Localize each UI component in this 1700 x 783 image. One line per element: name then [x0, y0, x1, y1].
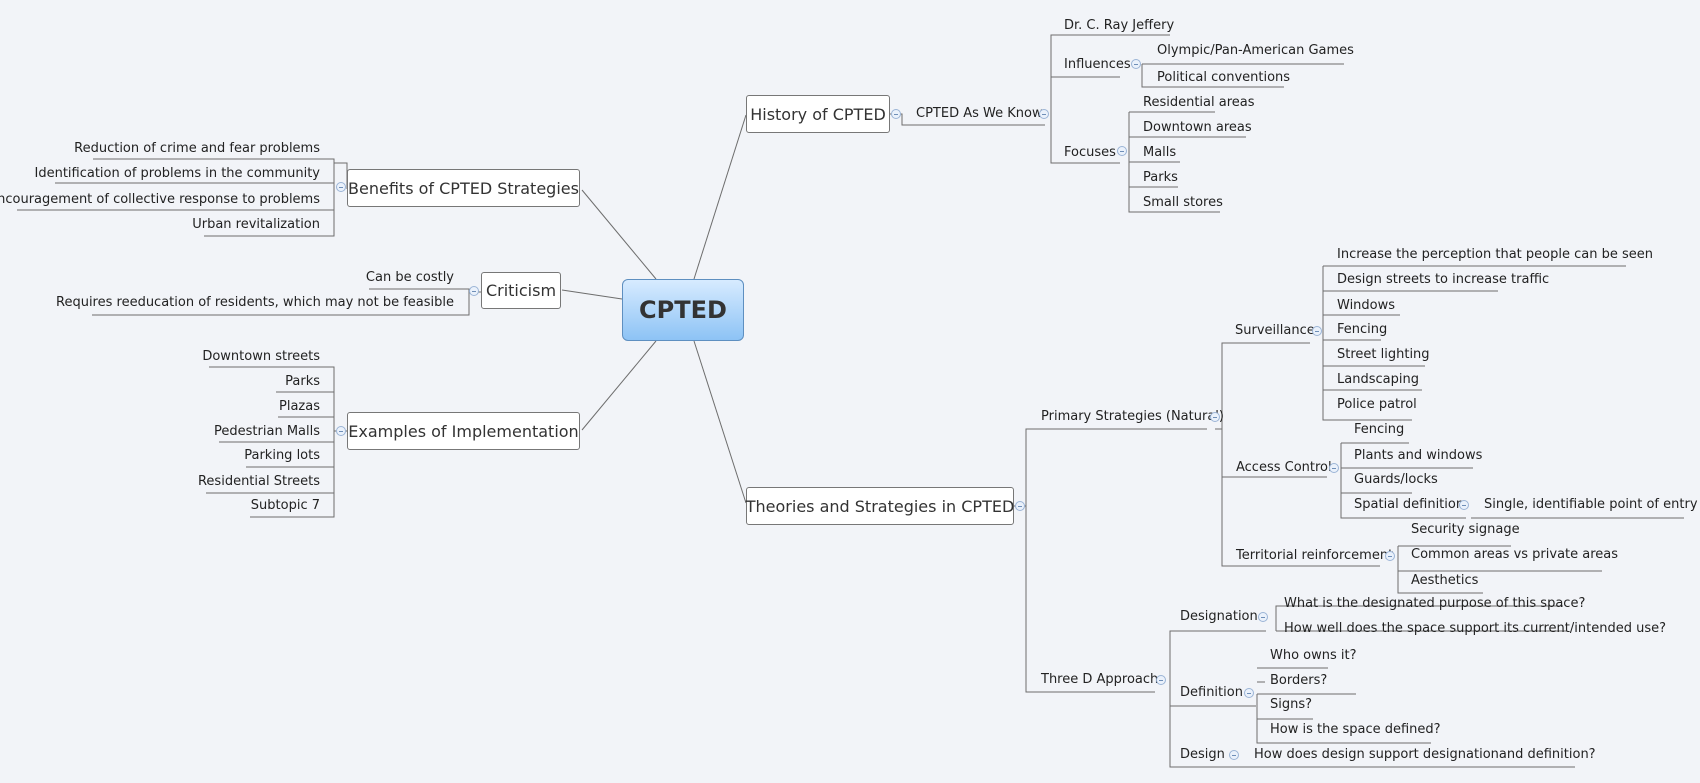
focus-item[interactable]: Downtown areas [1143, 120, 1252, 135]
definition-item[interactable]: How is the space defined? [1270, 722, 1441, 737]
designation-item[interactable]: How well does the space support its curr… [1284, 621, 1666, 636]
collapse-icon[interactable] [1039, 109, 1049, 119]
collapse-icon[interactable] [1258, 612, 1268, 622]
surveillance-item[interactable]: Windows [1337, 298, 1396, 313]
territorial-node[interactable]: Territorial reinforcement [1236, 548, 1394, 563]
central-topic[interactable]: CPTED [622, 279, 744, 341]
access-item[interactable]: Guards/locks [1354, 472, 1438, 487]
surveillance-item[interactable]: Street lighting [1337, 347, 1430, 362]
collapse-icon[interactable] [1385, 551, 1395, 561]
benefit-item[interactable]: Encouragement of collective response to … [0, 192, 320, 207]
surveillance-item[interactable]: Design streets to increase traffic [1337, 272, 1550, 287]
definition-item[interactable]: Who owns it? [1270, 648, 1357, 663]
example-item[interactable]: Plazas [279, 399, 320, 414]
collapse-icon[interactable] [1459, 500, 1469, 510]
design-item[interactable]: How does design support designationand d… [1254, 747, 1596, 762]
collapse-icon[interactable] [1312, 326, 1322, 336]
surveillance-item[interactable]: Fencing [1337, 322, 1388, 337]
territorial-item[interactable]: Aesthetics [1411, 573, 1479, 588]
collapse-icon[interactable] [336, 426, 346, 436]
focus-item[interactable]: Residential areas [1143, 95, 1255, 110]
topic-criticism[interactable]: Criticism [481, 272, 561, 309]
collapse-icon[interactable] [1015, 501, 1025, 511]
collapse-icon[interactable] [469, 286, 479, 296]
focus-item[interactable]: Parks [1143, 170, 1178, 185]
surveillance-item[interactable]: Landscaping [1337, 372, 1419, 387]
primary-strategies-node[interactable]: Primary Strategies (Natural) [1041, 409, 1224, 424]
example-item[interactable]: Pedestrian Malls [214, 424, 320, 439]
benefit-item[interactable]: Urban revitalization [192, 217, 320, 232]
collapse-icon[interactable] [1244, 688, 1254, 698]
access-item[interactable]: Plants and windows [1354, 448, 1483, 463]
collapse-icon[interactable] [1210, 412, 1220, 422]
definition-item[interactable]: Borders? [1270, 673, 1328, 688]
cpted-as-we-know[interactable]: CPTED As We Know [916, 106, 1043, 121]
influence-item[interactable]: Political conventions [1157, 70, 1291, 85]
criticism-item[interactable]: Can be costly [365, 270, 454, 285]
access-control-node[interactable]: Access Control [1236, 460, 1332, 475]
collapse-icon[interactable] [1156, 675, 1166, 685]
collapse-icon[interactable] [1131, 59, 1141, 69]
benefit-item[interactable]: Identification of problems in the commun… [34, 166, 321, 181]
example-item[interactable]: Parks [285, 374, 320, 389]
access-item[interactable]: Spatial definition [1354, 497, 1465, 512]
designation-node[interactable]: Designation [1180, 609, 1258, 624]
benefit-item[interactable]: Reduction of crime and fear problems [74, 141, 320, 156]
topic-examples[interactable]: Examples of Implementation [347, 412, 580, 450]
territorial-item[interactable]: Security signage [1411, 522, 1520, 537]
surveillance-node[interactable]: Surveillance [1235, 323, 1315, 338]
example-item[interactable]: Subtopic 7 [250, 498, 320, 513]
surveillance-item[interactable]: Police patrol [1337, 397, 1417, 412]
spatial-definition-child[interactable]: Single, identifiable point of entry [1484, 497, 1698, 512]
collapse-icon[interactable] [891, 109, 901, 119]
surveillance-item[interactable]: Increase the perception that people can … [1337, 247, 1653, 262]
collapse-icon[interactable] [1329, 463, 1339, 473]
influence-item[interactable]: Olympic/Pan-American Games [1157, 43, 1354, 58]
designation-item[interactable]: What is the designated purpose of this s… [1284, 596, 1586, 611]
collapse-icon[interactable] [1117, 146, 1127, 156]
collapse-icon[interactable] [336, 182, 346, 192]
example-item[interactable]: Residential Streets [197, 474, 320, 489]
collapse-icon[interactable] [1229, 750, 1239, 760]
territorial-item[interactable]: Common areas vs private areas [1411, 547, 1619, 562]
design-node[interactable]: Design [1180, 747, 1225, 762]
three-d-node[interactable]: Three D Approach [1041, 672, 1159, 687]
jeffery-node[interactable]: Dr. C. Ray Jeffery [1064, 18, 1175, 33]
definition-item[interactable]: Signs? [1270, 697, 1313, 712]
criticism-item[interactable]: Requires reeducation of residents, which… [56, 295, 454, 310]
example-item[interactable]: Parking lots [244, 448, 320, 463]
topic-benefits[interactable]: Benefits of CPTED Strategies [347, 169, 580, 207]
access-item[interactable]: Fencing [1354, 422, 1405, 437]
focus-item[interactable]: Small stores [1143, 195, 1223, 210]
topic-theories[interactable]: Theories and Strategies in CPTED [746, 487, 1014, 525]
definition-node[interactable]: Definition [1180, 685, 1243, 700]
topic-history[interactable]: History of CPTED [746, 95, 890, 133]
focus-item[interactable]: Malls [1143, 145, 1177, 160]
influences-node[interactable]: Influences [1064, 57, 1131, 72]
focuses-node[interactable]: Focuses [1064, 145, 1116, 160]
example-item[interactable]: Downtown streets [202, 349, 320, 364]
